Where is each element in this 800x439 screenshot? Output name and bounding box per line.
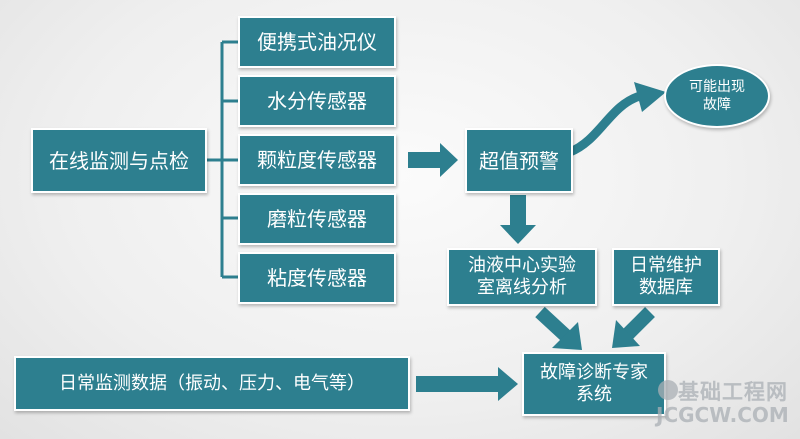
warning-node: 超值预警 (465, 128, 573, 193)
lab-analysis-node: 油液中心实验 室离线分析 (447, 248, 597, 306)
sensor-node-viscosity: 粘度传感器 (238, 252, 396, 304)
arrow-db-to-expert (612, 307, 655, 348)
expert-system-node: 故障诊断专家 系统 (522, 352, 666, 416)
possible-fault-line2: 故障 (703, 97, 731, 113)
sensor-node-portable-oil-analyzer: 便携式油况仪 (238, 16, 396, 68)
arrow-to-warning (408, 143, 458, 177)
sensor-node-moisture: 水分传感器 (238, 75, 396, 127)
expert-system-line1: 故障诊断专家 (540, 362, 648, 384)
arrow-data-to-expert (416, 367, 518, 401)
sensor-label: 粘度传感器 (267, 266, 367, 290)
central-node-online-monitoring: 在线监测与点检 (31, 128, 207, 193)
maintenance-db-line1: 日常维护 (630, 255, 702, 277)
arrow-to-lab (500, 195, 536, 244)
central-node-label: 在线监测与点检 (49, 148, 189, 173)
daily-monitoring-data-node: 日常监测数据（振动、压力、电气等） (14, 356, 410, 411)
lab-analysis-line1: 油液中心实验 (468, 255, 576, 277)
maintenance-db-node: 日常维护 数据库 (612, 248, 720, 306)
possible-fault-node: 可能出现 故障 (664, 64, 770, 128)
sensor-label: 颗粒度传感器 (257, 148, 377, 172)
expert-system-line2: 系统 (576, 384, 612, 405)
warning-label: 超值预警 (479, 148, 559, 173)
sensor-node-wear-debris: 磨粒传感器 (238, 193, 396, 245)
arrow-lab-to-expert (535, 306, 582, 350)
lab-analysis-line2: 室离线分析 (477, 277, 567, 298)
bracket-connector (206, 40, 240, 279)
maintenance-db-line2: 数据库 (639, 277, 693, 298)
sensor-node-particle-count: 颗粒度传感器 (238, 134, 396, 186)
curved-arrow-head (634, 82, 666, 112)
watermark-logo-icon (658, 380, 678, 400)
possible-fault-line1: 可能出现 (689, 78, 745, 95)
curved-arrow-to-fault (568, 91, 642, 157)
sensor-label: 磨粒传感器 (267, 207, 367, 231)
sensor-label: 水分传感器 (267, 89, 367, 113)
daily-data-label: 日常监测数据（振动、压力、电气等） (59, 372, 365, 394)
sensor-label: 便携式油况仪 (257, 30, 377, 54)
